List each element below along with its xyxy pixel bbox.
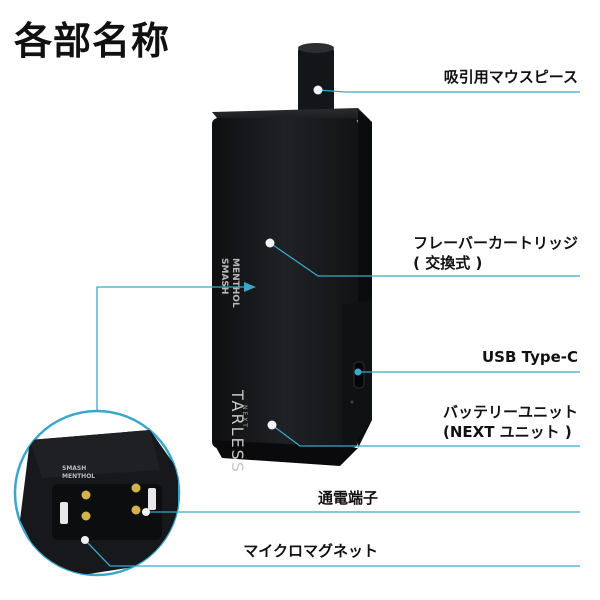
leader-zoom [96, 286, 245, 410]
leader-cartridge [269, 242, 580, 277]
leader-magnet [84, 539, 580, 567]
label-battery-line1: バッテリーユニット [442, 403, 578, 421]
mouthpiece [298, 43, 334, 113]
label-cartridge: フレーバーカートリッジ ( 交換式 ) [413, 233, 578, 273]
label-battery-line2: (NEXT ユニット ) [442, 423, 572, 441]
label-magnet: マイクロマグネット [243, 542, 378, 560]
device-flavor-line1: SMASH [219, 258, 229, 294]
device-flavor-line2: MENTHOL [230, 258, 240, 308]
label-mouthpiece: 吸引用マウスピース [443, 68, 578, 86]
label-battery: バッテリーユニット (NEXT ユニット ) [443, 402, 578, 442]
device-sub-brand: NEXT [241, 405, 248, 429]
label-terminal: 通電端子 [317, 489, 378, 507]
label-usb: USB Type-C [481, 348, 578, 366]
device-brand: TARLESS [228, 389, 247, 474]
leader-battery [271, 424, 580, 447]
callout-dots [81, 85, 362, 544]
device-body [212, 108, 372, 466]
terminal-zoom-circle: SMASH MENTHOL [13, 409, 181, 577]
zoom-flavor-line2: MENTHOL [62, 473, 95, 480]
zoom-arrow-icon [244, 282, 256, 292]
label-cartridge-line1: フレーバーカートリッジ [413, 234, 578, 252]
page-title: 各部名称 [14, 19, 171, 63]
label-cartridge-line2: ( 交換式 ) [413, 254, 483, 272]
leader-lines [84, 89, 580, 567]
leader-mouthpiece [317, 89, 580, 93]
zoom-flavor-line1: SMASH [62, 465, 86, 472]
